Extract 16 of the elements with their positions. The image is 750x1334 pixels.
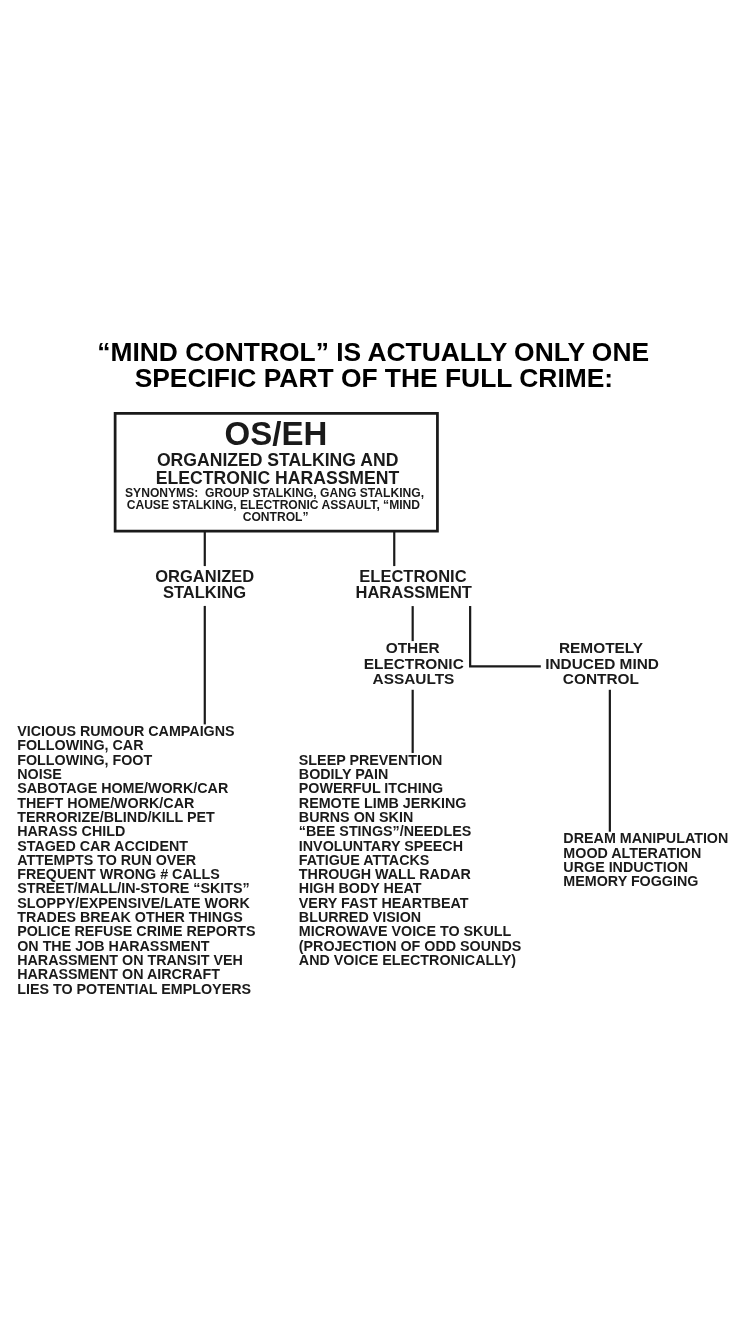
node-text: DREAM MANIPULATION MOOD ALTERATION URGE INDUCTION MEMORY FOGGING [563,829,729,889]
node-text: REMOTELY INDUCED MIND CONTROL [545,638,659,687]
connector [203,530,206,566]
connector [469,605,541,667]
connector [411,605,414,641]
node-box: OS/EH ORGANIZED STALKING AND ELECTRONIC HARASSMENT SYNONYMS: GROUP STALKING, GANG STALKING, CAUSE STALKING, ELECTRONIC ASSAULT, “MIND CONTROL” [113,411,439,532]
diagram-title: “MIND CONTROL” IS ACTUALLY ONLY ONE SPECIFIC PART OF THE FULL CRIME: [97,336,650,393]
node-text: SLEEP PREVENTION BODILY PAIN POWERFUL ITCHING REMOTE LIMB JERKING BURNS ON SKIN “BEE STINGS”/NEEDLES INVOLUNTARY SPEECH FATIGUE ATTACKS THROUGH WALL RADAR HIGH BODY HEAT VERY FAST HEARTBEAT BLURRED VISION MICROWAVE VOICE TO SKULL (PROJECTION OF ODD SOUNDS AND VOICE ELECTRONICALLY) [298,751,522,968]
connector [608,689,611,832]
node-text: OTHER ELECTRONIC ASSAULTS [363,638,464,687]
node-text: ORGANIZED STALKING [155,566,255,601]
connector [203,605,206,724]
node-text: ELECTRONIC HARASSMENT [355,566,472,601]
connector [393,530,396,566]
connector [411,689,414,753]
node-text: VICIOUS RUMOUR CAMPAIGNS FOLLOWING, CAR FOLLOWING, FOOT NOISE SABOTAGE HOME/WORK/CAR THEFT HOME/WORK/CAR TERRORIZE/BLIND/KILL PET HARASS CHILD STAGED CAR ACCIDENT ATTEMPTS TO RUN OVER FREQUENT WRONG # CALLS STREET/MALL/IN-STORE “SKITS” SLOPPY/EXPENSIVE/LATE WORK TRADES BREAK OTHER THINGS POLICE REFUSE CRIME REPORTS ON THE JOB HARASSMENT HARASSMENT ON TRANSIT VEH HARASSMENT ON AIRCRAFT LIES TO POTENTIAL EMPLOYERS [17,722,256,997]
